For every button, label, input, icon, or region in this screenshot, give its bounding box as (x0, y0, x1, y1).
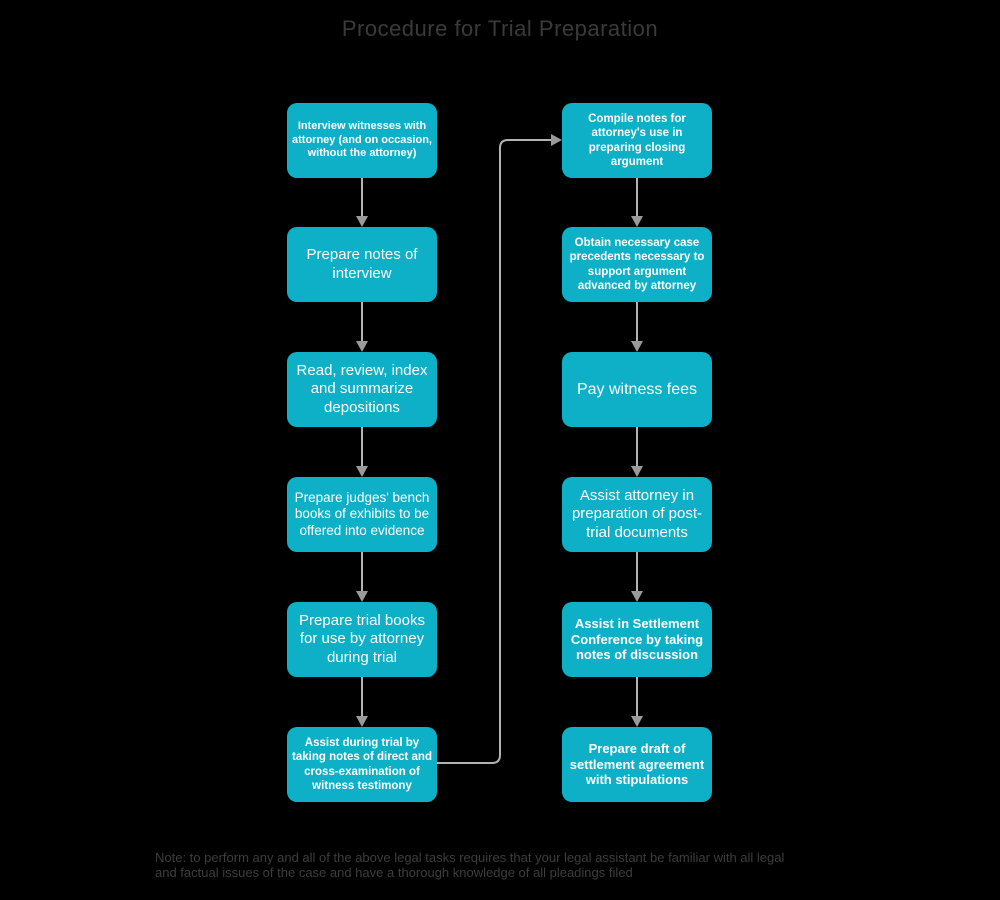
flow-node-obtain-precedents[interactable]: Obtain necessary case precedents necessa… (562, 227, 712, 302)
flow-node-settlement-conference[interactable]: Assist in Settlement Conference by takin… (562, 602, 712, 677)
flow-node-assist-during-trial[interactable]: Assist during trial by taking notes of d… (287, 727, 437, 802)
arrow-right-3-4 (631, 427, 643, 477)
arrow-right-2-3 (631, 302, 643, 352)
flow-node-prepare-notes[interactable]: Prepare notes of interview (287, 227, 437, 302)
arrow-left6-to-right1 (437, 134, 562, 764)
flow-node-pay-witness-fees[interactable]: Pay witness fees (562, 352, 712, 427)
flow-node-trial-books[interactable]: Prepare trial books for use by attorney … (287, 602, 437, 677)
page-title: Procedure for Trial Preparation (341, 16, 659, 41)
footnote: Note: to perform any and all of the abov… (155, 850, 865, 880)
arrow-right-5-6 (631, 677, 643, 727)
flow-node-settlement-agreement[interactable]: Prepare draft of settlement agreement wi… (562, 727, 712, 802)
arrow-right-1-2 (631, 178, 643, 227)
arrow-right-4-5 (631, 552, 643, 602)
arrow-left-3-4 (356, 427, 368, 477)
footnote-line-1: Note: to perform any and all of the abov… (155, 850, 785, 865)
arrow-left-2-3 (356, 302, 368, 352)
footnote-line-2: and factual issues of the case and have … (155, 865, 633, 880)
flow-node-compile-notes[interactable]: Compile notes for attorney's use in prep… (562, 103, 712, 178)
flow-node-review-depositions[interactable]: Read, review, index and summarize deposi… (287, 352, 437, 427)
flow-node-interview-witnesses[interactable]: Interview witnesses with attorney (and o… (287, 103, 437, 178)
arrow-left-1-2 (356, 178, 368, 227)
flow-node-post-trial-documents[interactable]: Assist attorney in preparation of post-t… (562, 477, 712, 552)
arrow-left-4-5 (356, 552, 368, 602)
flow-node-judges-bench-books[interactable]: Prepare judges' bench books of exhibits … (287, 477, 437, 552)
arrow-left-5-6 (356, 677, 368, 727)
